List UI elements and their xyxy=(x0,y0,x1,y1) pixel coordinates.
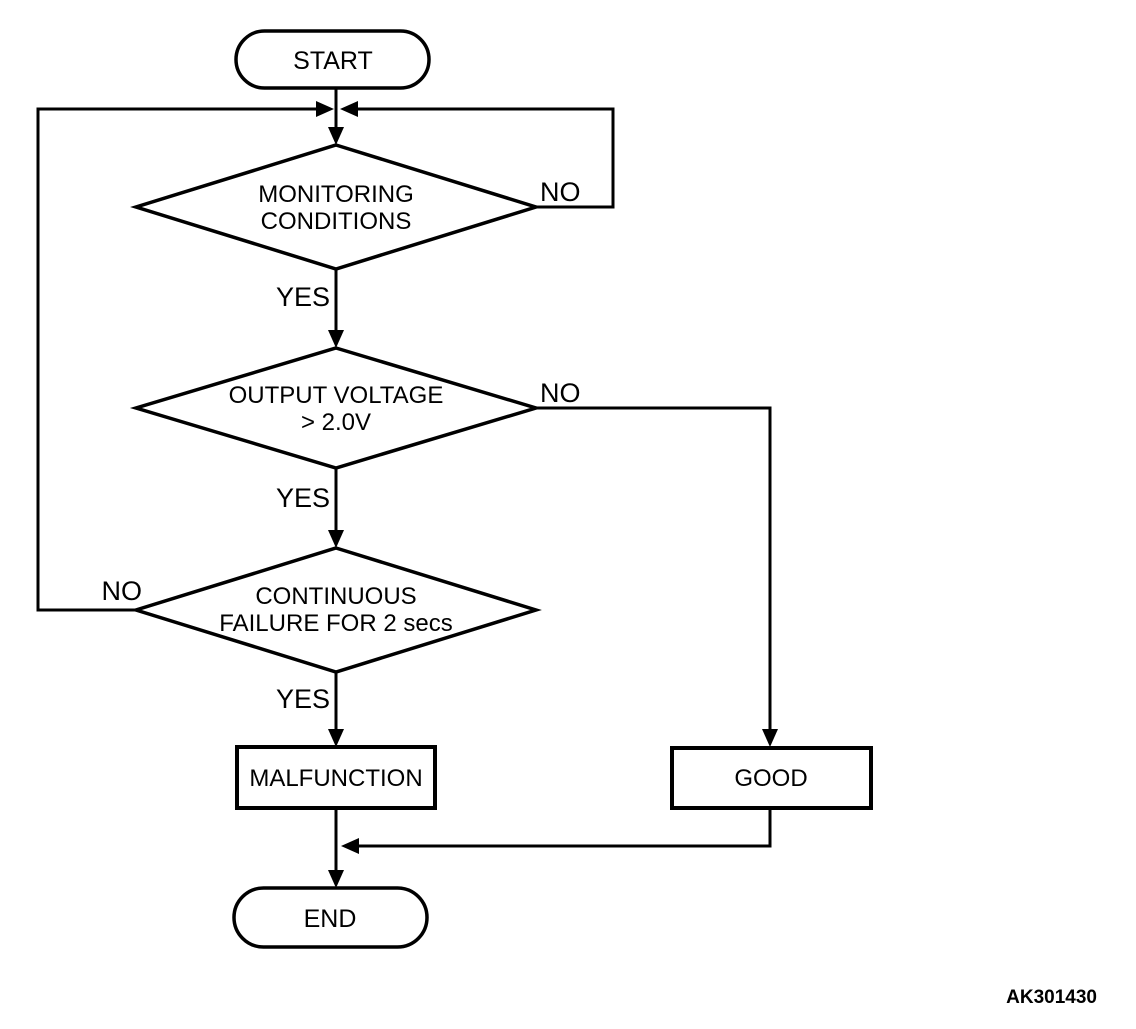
edge-good-to-end-join xyxy=(359,808,772,848)
node-continuous-decision xyxy=(130,546,542,674)
node-start-label: START xyxy=(293,47,373,75)
node-monitoring-decision xyxy=(130,143,542,271)
node-monitoring-label-line2: CONDITIONS xyxy=(261,208,412,235)
node-end xyxy=(232,886,429,949)
edge-continuous-no-loop xyxy=(36,107,316,612)
node-good xyxy=(670,746,873,810)
arrowhead-into-voltage xyxy=(328,330,344,348)
node-good-label: GOOD xyxy=(734,765,807,792)
edge-label-voltage-no: NO xyxy=(540,378,581,408)
edge-label-monitoring-no: NO xyxy=(540,177,581,207)
arrowhead-into-continuous xyxy=(328,530,344,548)
edge-monitoring-no-return xyxy=(358,107,615,209)
arrowhead-good-join xyxy=(341,838,359,854)
node-voltage-decision xyxy=(129,346,543,470)
edge-label-monitoring-yes: YES xyxy=(276,282,330,312)
arrowhead-into-malfunction xyxy=(328,729,344,747)
edge-label-voltage-yes: YES xyxy=(276,483,330,513)
arrowhead-into-end xyxy=(328,870,344,888)
edge-label-continuous-no: NO xyxy=(102,576,143,606)
node-monitoring-label-line1: MONITORING xyxy=(258,181,414,208)
node-continuous-label-line2: FAILURE FOR 2 secs xyxy=(219,610,452,637)
node-continuous-label-line1: CONTINUOUS xyxy=(255,583,416,610)
node-voltage-label-line1: OUTPUT VOLTAGE xyxy=(229,382,444,409)
node-start xyxy=(234,29,431,90)
edge-label-continuous-yes: YES xyxy=(276,684,330,714)
node-malfunction xyxy=(235,745,437,810)
node-voltage-label-line2: > 2.0V xyxy=(301,409,371,436)
node-end-label: END xyxy=(304,905,357,933)
arrowhead-into-monitoring xyxy=(328,127,344,145)
node-malfunction-label: MALFUNCTION xyxy=(249,765,422,792)
edge-voltage-no xyxy=(536,406,772,732)
figure-ref-code: AK301430 xyxy=(1006,987,1097,1008)
arrowhead-into-good xyxy=(762,729,778,747)
arrowhead-loop-left-into-junction xyxy=(316,101,334,117)
arrowhead-return-right-into-junction xyxy=(340,101,358,117)
